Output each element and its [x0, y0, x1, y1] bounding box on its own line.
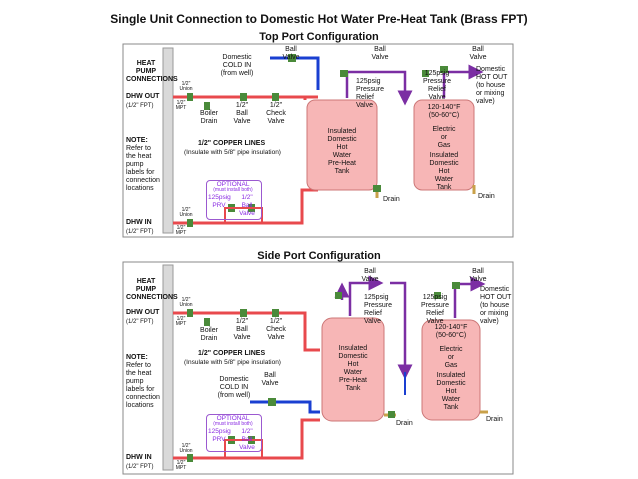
opt-ball-valve-label-2: 1/2" Ball Valve — [239, 428, 255, 451]
optional-box — [206, 180, 262, 220]
dhw-out-fpt-label: (1/2" FPT) — [126, 103, 154, 109]
ball-valve-cold — [288, 54, 296, 62]
prv-label-2: 125psig PRV — [208, 428, 231, 443]
dhw-in-label-2: DHW IN — [126, 454, 152, 461]
boiler-drain — [204, 102, 210, 110]
relief-valve-label: 125psig Pressure Relief Valve — [356, 78, 385, 109]
dhw-in-fpt-label-2: (1/2" FPT) — [126, 464, 154, 470]
optional-label-2: OPTIONAL — [216, 415, 250, 422]
optional-label: OPTIONAL — [216, 181, 250, 188]
dhw-in-fpt-label: (1/2" FPT) — [126, 229, 154, 235]
dhw-tank-label: Insulated Domestic Hot Water Tank — [429, 152, 459, 191]
top-panel-frame — [122, 43, 514, 238]
heat-pump-connections-label: HEAT PUMP CONNECTIONS — [126, 60, 178, 83]
electric-gas-label-2: Electric or Gas — [439, 346, 463, 369]
boiler-drain-label-2: Boiler Drain — [200, 327, 218, 342]
union-in — [187, 219, 193, 227]
mpt-label: 1/2" MPT — [175, 100, 187, 111]
dhw-in-label: DHW IN — [126, 219, 152, 226]
check-valve-out — [272, 93, 279, 101]
domestic-cold-in-label-2: Domestic COLD IN (from well) — [217, 376, 251, 399]
dhw-tank — [413, 99, 475, 191]
dhw-out-label-2: DHW OUT — [126, 309, 160, 316]
ball-valve-top-label: Ball Valve — [371, 46, 389, 61]
drain-label-dhw-2: Drain — [486, 416, 503, 423]
ball-valve-top-label-2: Ball Valve — [361, 268, 379, 283]
dhw-out-fpt-label-2: (1/2" FPT) — [126, 319, 154, 325]
preheat-tank-label-2: Insulated Domestic Hot Water Pre-Heat Ta… — [338, 345, 368, 392]
heat-pump-connections-label-2: HEAT PUMP CONNECTIONS — [126, 278, 178, 301]
note-title: NOTE: — [126, 137, 148, 144]
drain-label-preheat: Drain — [383, 196, 400, 203]
insulate-label-2: (Insulate with 5/8" pipe insulation) — [184, 359, 281, 366]
domestic-hot-out-label: Domestic HOT OUT (to house or mixing val… — [476, 66, 508, 105]
return-pipe-2 — [173, 418, 320, 460]
dhw-out-label: DHW OUT — [126, 93, 160, 100]
drain-label-preheat-2: Drain — [396, 420, 413, 427]
relief-valve-preheat — [340, 70, 348, 77]
note-body-2: Refer to the heat pump labels for connec… — [126, 362, 160, 409]
mpt-in-label-2: 1/2" MPT — [175, 460, 187, 471]
preheat-tank-label: Insulated Domestic Hot Water Pre-Heat Ta… — [327, 128, 357, 175]
drain-label-dhw: Drain — [478, 193, 495, 200]
section-heading-side: Side Port Configuration — [257, 250, 381, 262]
page-title: Single Unit Connection to Domestic Hot W… — [110, 12, 528, 26]
ball-valve-cold-label-2: Ball Valve — [261, 372, 279, 387]
boiler-drain-label: Boiler Drain — [200, 110, 218, 125]
section-heading-top: Top Port Configuration — [259, 31, 379, 43]
dhw-tank-label-2: Insulated Domestic Hot Water Tank — [436, 372, 466, 411]
drain-valve-preheat — [373, 185, 381, 192]
hot-supply-pipe-2 — [173, 311, 320, 352]
mpt-label-2: 1/2" MPT — [175, 316, 187, 327]
ball-valve-label: 1/2" Ball Valve — [233, 102, 251, 125]
bottom-panel-frame — [122, 261, 514, 475]
relief-valve-dhw-label-2: 125psig Pressure Relief Valve — [420, 294, 449, 325]
must-install-both-label-2: (must install both) — [213, 421, 253, 427]
cold-in-pipe-2 — [250, 400, 320, 414]
ball-valve-hot-label: Ball Valve — [469, 46, 487, 61]
relief-valve-dhw — [422, 70, 429, 77]
check-valve-label: 1/2" Check Valve — [266, 102, 286, 125]
relief-valve-label-2: 125psig Pressure Relief Valve — [364, 294, 393, 325]
ball-valve-hot-label-2: Ball Valve — [469, 268, 487, 283]
note-body: Refer to the heat pump labels for connec… — [126, 145, 160, 192]
cold-in-pipe — [270, 56, 320, 90]
note-title-2: NOTE: — [126, 354, 148, 361]
mpt-in-label: 1/2" MPT — [175, 225, 187, 236]
union-label-2: 1/2" Union — [179, 297, 193, 308]
ball-valve-hot — [440, 66, 448, 73]
flow-arrow-tank-to-tank — [345, 70, 413, 106]
ball-valve-out — [240, 93, 247, 101]
union-in-label: 1/2" Union — [179, 207, 193, 218]
heat-pump-housing — [162, 47, 174, 234]
electric-gas-label: Electric or Gas — [432, 126, 456, 149]
optional-box-2 — [206, 414, 262, 452]
prv-label: 125psig PRV — [208, 194, 231, 209]
check-valve-label-2: 1/2" Check Valve — [266, 318, 286, 341]
opt-ball-valve-label: 1/2" Ball Valve — [239, 194, 255, 217]
union-in-label-2: 1/2" Union — [179, 443, 193, 454]
union-out — [187, 93, 193, 101]
union-label: 1/2" Union — [179, 81, 193, 92]
domestic-hot-out-label-2: Domestic HOT OUT (to house or mixing val… — [480, 286, 512, 325]
heat-pump-housing-2 — [162, 264, 174, 471]
dhw-tank-2 — [421, 319, 481, 421]
ball-valve-cold-label: Ball Valve — [282, 46, 300, 61]
temp-label-2: 120-140°F (50-60°C) — [434, 324, 468, 339]
copper-lines-label-2: 1/2" COPPER LINES — [198, 350, 266, 357]
preheat-tank-2 — [321, 317, 385, 422]
flow-arrow-preheat-out — [348, 275, 384, 316]
ball-valve-label-2: 1/2" Ball Valve — [233, 318, 251, 341]
temp-label: 120-140°F (50-60°C) — [427, 104, 461, 119]
return-pipe — [173, 188, 318, 225]
copper-lines-label: 1/2" COPPER LINES — [198, 140, 266, 147]
must-install-both-label: (must install both) — [213, 187, 253, 193]
flow-arrow-to-dhw — [390, 281, 413, 380]
insulate-label: (Insulate with 5/8" pipe insulation) — [184, 149, 281, 156]
relief-valve-dhw-label: 125psig Pressure Relief Valve — [422, 70, 451, 101]
preheat-tank — [306, 99, 378, 191]
domestic-cold-in-label: Domestic COLD IN (from well) — [220, 54, 254, 77]
flow-arrow-hot-out-2 — [453, 276, 486, 318]
